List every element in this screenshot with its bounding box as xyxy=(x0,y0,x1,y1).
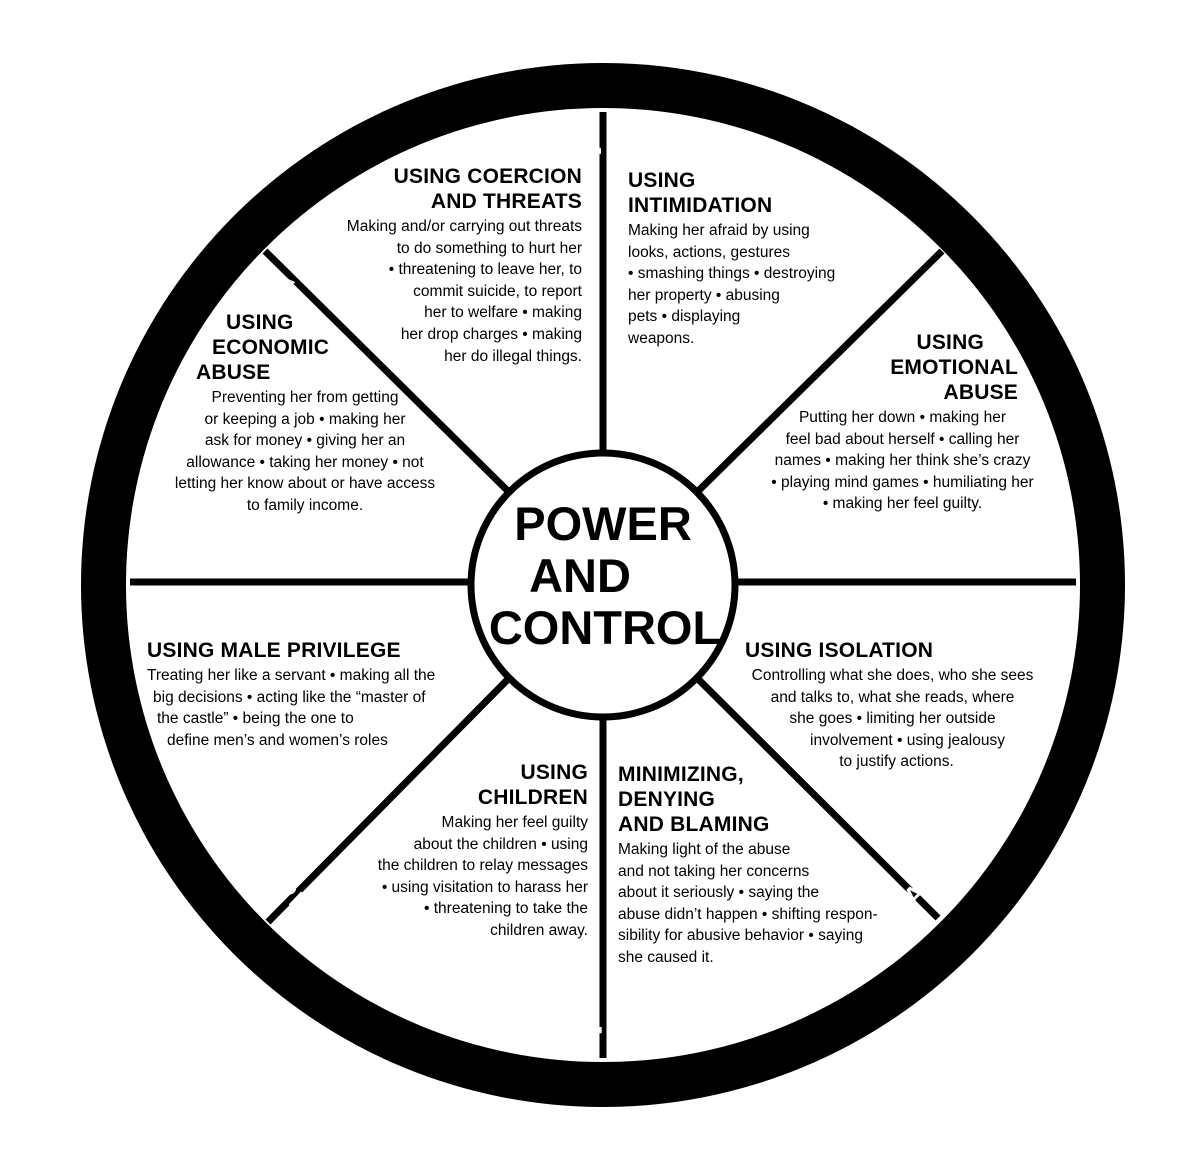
title-line: USING MALE PRIVILEGE xyxy=(147,639,401,662)
body-line: big decisions • acting like the “master … xyxy=(153,688,426,706)
body-line: pets • displaying xyxy=(628,308,741,326)
title-line: DENYING xyxy=(618,788,716,811)
title-line: ABUSE xyxy=(943,381,1018,404)
segment-body: Making light of the abuse and not taking… xyxy=(618,839,918,969)
title-line: EMOTIONAL xyxy=(890,356,1018,379)
body-line: ask for money • giving her an xyxy=(204,432,406,450)
body-line: Making and/or carrying out threats xyxy=(346,218,582,235)
body-line: • playing mind games • humiliating her xyxy=(771,473,1034,491)
body-line: define men’s and women’s roles xyxy=(167,731,388,749)
body-line: • making her feel guilty. xyxy=(822,495,983,513)
body-line: Making her feel guilty xyxy=(441,814,588,831)
body-line: Treating her like a servant • making all… xyxy=(147,667,436,684)
title-line: AND THREATS xyxy=(430,190,582,213)
body-line: she caused it. xyxy=(618,948,714,966)
body-line: sibility for abusive behavior • saying xyxy=(618,927,863,945)
segment-body: Putting her down • making her feel bad a… xyxy=(735,407,1070,515)
body-line: her property • abusing xyxy=(628,286,780,304)
segment-body: Making her afraid by using looks, action… xyxy=(628,220,888,350)
segment-minimizing-denying-blaming: MINIMIZING, DENYING AND BLAMING Making l… xyxy=(618,762,918,969)
title-line: USING ISOLATION xyxy=(745,639,934,662)
body-line: she goes • limiting her outside xyxy=(789,710,996,728)
segment-title: USING INTIMIDATION xyxy=(628,168,888,218)
segment-intimidation: USING INTIMIDATION Making her afraid by … xyxy=(628,168,888,350)
spoke-bottom-left xyxy=(265,663,524,925)
segment-isolation: USING ISOLATION Controlling what she doe… xyxy=(725,638,1060,773)
segment-title: USING ECONOMIC ABUSE xyxy=(140,310,470,385)
hub-line-2: AND xyxy=(529,549,631,602)
body-line: to family income. xyxy=(246,496,364,514)
body-line: the castle” • being the one to xyxy=(157,710,354,728)
body-line: weapons. xyxy=(628,329,695,347)
body-line: to justify actions. xyxy=(839,753,954,771)
title-line: USING COERCION xyxy=(393,165,582,188)
body-line: Making light of the abuse xyxy=(618,841,791,858)
body-line: Putting her down • making her xyxy=(798,409,1007,426)
body-line: her to welfare • making xyxy=(424,304,582,322)
title-line: ABUSE xyxy=(196,361,271,384)
body-line: • smashing things • destroying xyxy=(628,265,836,283)
spoke-top-right xyxy=(682,248,945,507)
body-line: about it seriously • saying the xyxy=(618,884,820,902)
segment-title: USING ISOLATION xyxy=(725,638,1060,663)
segment-title: MINIMIZING, DENYING AND BLAMING xyxy=(618,762,918,837)
body-line: Controlling what she does, who she sees xyxy=(751,667,1034,684)
title-line: USING xyxy=(628,169,696,192)
segment-title: USING COERCION AND THREATS xyxy=(300,164,582,214)
body-line: about the children • using xyxy=(413,835,588,853)
segment-title: USING CHILDREN xyxy=(330,760,588,810)
hub-line-3: CONTROL xyxy=(489,601,721,654)
body-line: feel bad about herself • calling her xyxy=(785,430,1020,448)
body-line: • threatening to take the xyxy=(424,900,588,918)
body-line: looks, actions, gestures xyxy=(628,243,790,261)
body-line: names • making her think she’s crazy xyxy=(774,452,1031,470)
title-line: MINIMIZING, xyxy=(618,763,744,786)
body-line: involvement • using jealousy xyxy=(810,731,1005,749)
title-line: INTIMIDATION xyxy=(628,194,773,217)
body-line: and not taking her concerns xyxy=(618,862,810,880)
body-line: • threatening to leave her, to xyxy=(388,261,582,279)
title-line: USING xyxy=(226,311,294,334)
segment-body: Preventing her from getting or keeping a… xyxy=(140,387,470,517)
body-line: or keeping a job • making her xyxy=(204,410,406,428)
body-line: her drop charges • making xyxy=(400,325,582,343)
segment-body: Treating her like a servant • making all… xyxy=(147,665,467,751)
hub-line-1: POWER xyxy=(514,497,692,550)
body-line: abuse didn’t happen • shifting respon- xyxy=(618,905,878,923)
segment-body: Controlling what she does, who she sees … xyxy=(725,665,1060,773)
body-line: to do something to hurt her xyxy=(396,239,582,257)
body-line: and talks to, what she reads, where xyxy=(770,688,1015,706)
segment-children: USING CHILDREN Making her feel guilty ab… xyxy=(330,760,588,942)
segment-title: USING MALE PRIVILEGE xyxy=(147,638,467,663)
body-line: Preventing her from getting xyxy=(211,389,399,406)
title-line: USING xyxy=(916,331,984,354)
segment-economic-abuse: USING ECONOMIC ABUSE Preventing her from… xyxy=(140,310,470,517)
segment-male-privilege: USING MALE PRIVILEGE Treating her like a… xyxy=(147,638,467,751)
spokes xyxy=(130,112,1076,1058)
body-line: her do illegal things. xyxy=(444,347,582,365)
body-line: Making her afraid by using xyxy=(628,222,810,239)
hub-circle xyxy=(467,449,739,721)
body-line: allowance • taking her money • not xyxy=(186,453,424,471)
title-line: CHILDREN xyxy=(477,786,588,809)
segment-body: Making and/or carrying out threats to do… xyxy=(300,216,582,367)
body-line: letting her know about or have access xyxy=(174,475,436,493)
spoke-bottom-right xyxy=(682,663,941,921)
body-line: • using visitation to harass her xyxy=(381,878,588,896)
segment-emotional-abuse: USING EMOTIONAL ABUSE Putting her down •… xyxy=(735,330,1070,515)
title-line: AND BLAMING xyxy=(618,813,770,836)
title-line: ECONOMIC xyxy=(212,336,330,359)
body-line: commit suicide, to report xyxy=(413,282,582,300)
segment-body: Making her feel guilty about the childre… xyxy=(330,812,588,942)
body-line: the children to relay messages xyxy=(377,857,588,875)
spoke-top-left xyxy=(262,248,524,507)
body-line: children away. xyxy=(490,921,588,939)
title-line: USING xyxy=(520,761,588,784)
segment-title: USING EMOTIONAL ABUSE xyxy=(735,330,1070,405)
segment-coercion-threats: USING COERCION AND THREATS Making and/or… xyxy=(300,164,582,367)
